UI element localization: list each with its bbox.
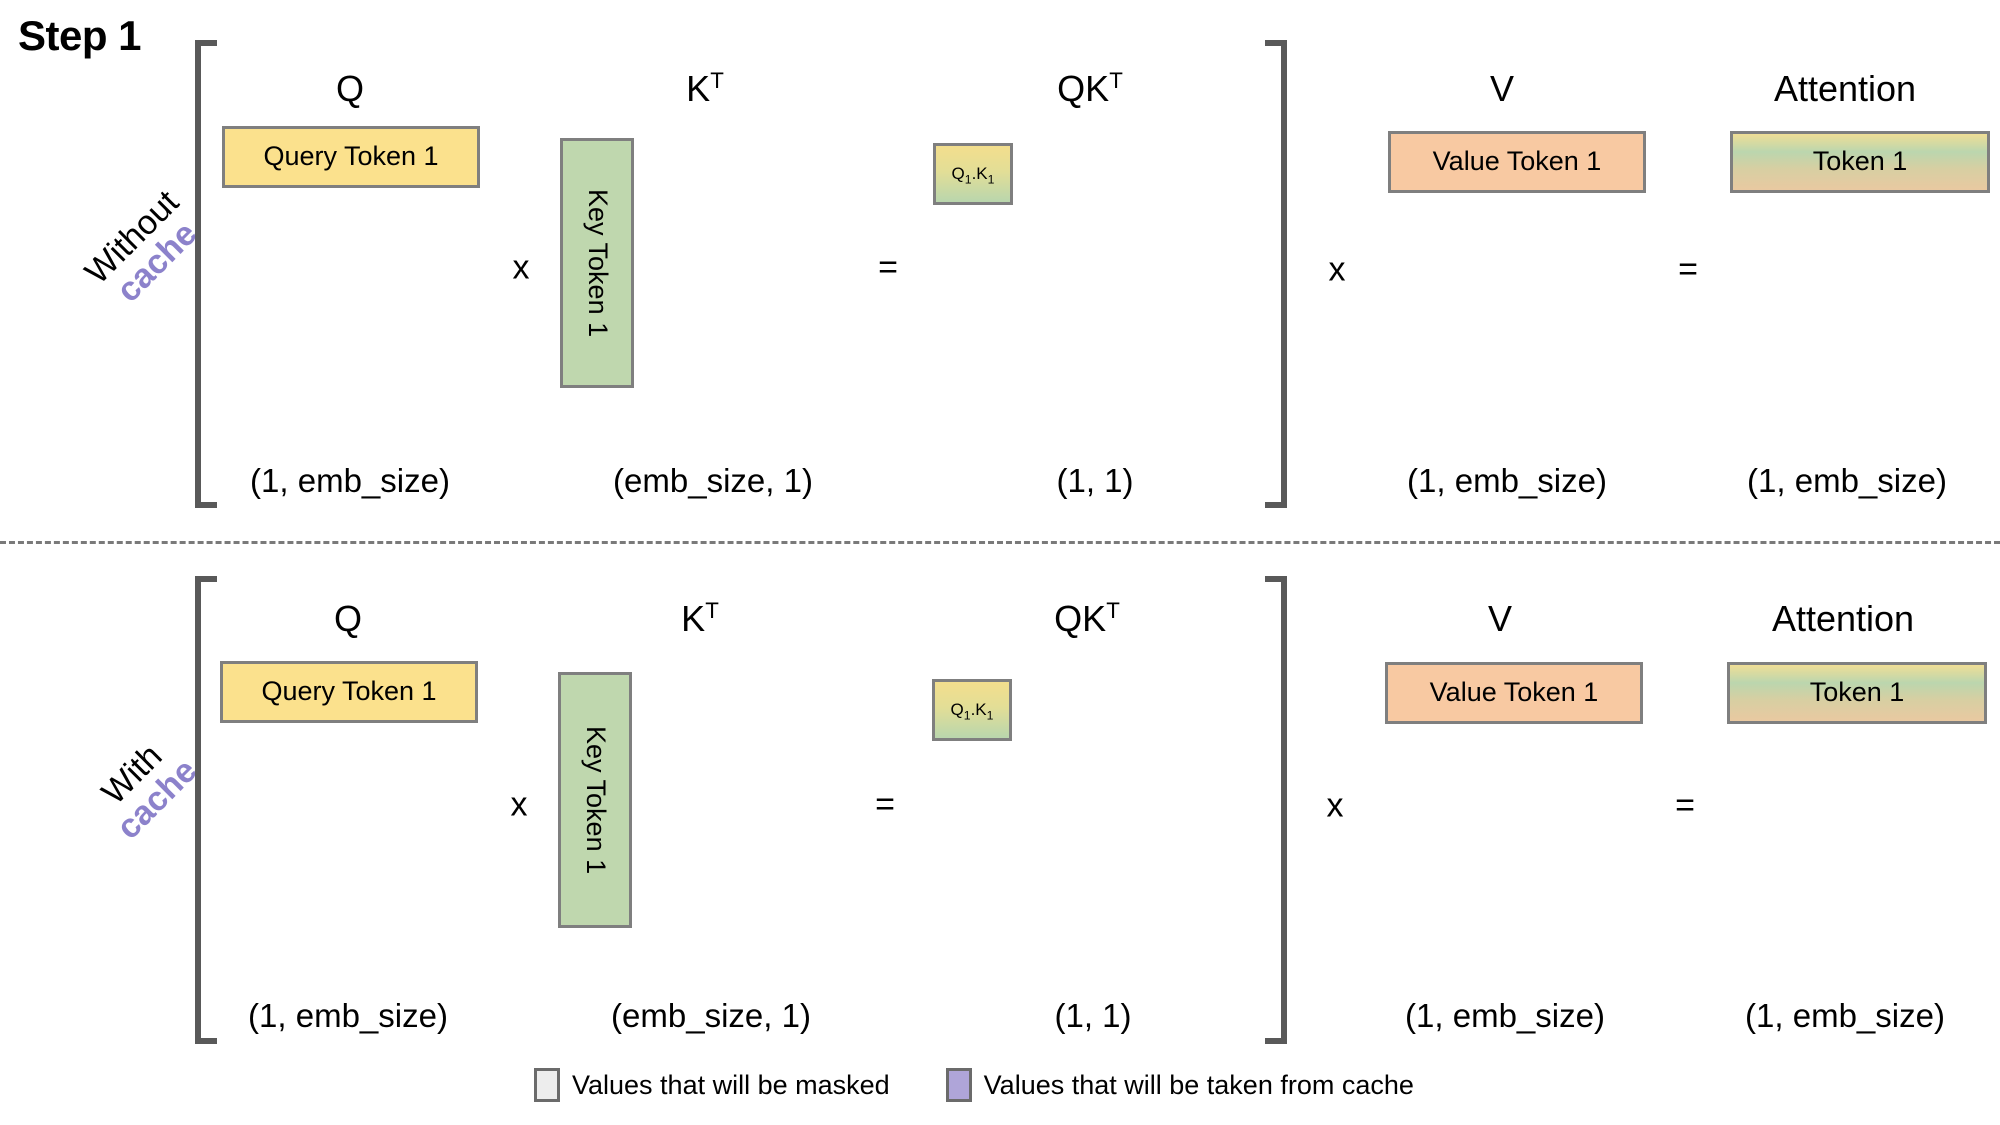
operator-times-qk-with-cache: x <box>510 785 528 824</box>
qk-formula: Q1.K1 <box>950 699 994 723</box>
dim-kt-with-cache: (emb_size, 1) <box>611 997 811 1034</box>
dim-q-with-cache: (1, emb_size) <box>248 997 448 1034</box>
operator-times-qk-without-cache: x <box>512 248 530 287</box>
legend: Values that will be masked Values that w… <box>534 1068 1414 1102</box>
panel-divider <box>0 541 2000 544</box>
header-v-with-cache: V <box>1487 598 1513 639</box>
matrix-box-query-without-cache: Query Token 1 <box>222 126 480 188</box>
operator-times-attention-with-cache: x <box>1326 786 1344 825</box>
dim-v-without-cache: (1, emb_size) <box>1407 462 1607 499</box>
legend-item-masked: Values that will be masked <box>534 1068 890 1102</box>
legend-label-masked: Values that will be masked <box>572 1069 890 1100</box>
matrix-box-qk-with-cache: Q1.K1 <box>932 679 1012 741</box>
bracket-right-without-cache <box>1265 40 1287 508</box>
operator-equals-attention-without-cache: = <box>1678 250 1698 289</box>
qk-formula: Q1.K1 <box>951 163 995 187</box>
matrix-box-qk-without-cache: Q1.K1 <box>933 143 1013 205</box>
bracket-right-with-cache <box>1265 576 1287 1044</box>
legend-item-cache: Values that will be taken from cache <box>945 1068 1414 1102</box>
header-qkt-with-cache: QKT <box>1054 598 1120 639</box>
bracket-left-with-cache <box>195 576 217 1044</box>
dim-attention-without-cache: (1, emb_size) <box>1747 462 1947 499</box>
dim-attention-with-cache: (1, emb_size) <box>1745 997 1945 1034</box>
legend-swatch-cache <box>945 1068 972 1102</box>
dim-qkt-without-cache: (1, 1) <box>1056 462 1134 499</box>
dim-q-without-cache: (1, emb_size) <box>250 462 450 499</box>
operator-times-attention-without-cache: x <box>1328 250 1346 289</box>
matrix-box-attention-with-cache: Token 1 <box>1727 662 1987 724</box>
matrix-box-key-with-cache: Key Token 1 <box>558 672 632 928</box>
header-v-without-cache: V <box>1489 68 1515 109</box>
matrix-box-attention-without-cache: Token 1 <box>1730 131 1990 193</box>
operator-equals-qk-with-cache: = <box>875 785 895 824</box>
header-kt-without-cache: KT <box>686 68 724 109</box>
header-q-with-cache: Q <box>333 598 363 639</box>
operator-equals-qk-without-cache: = <box>878 248 898 287</box>
dim-kt-without-cache: (emb_size, 1) <box>613 462 813 499</box>
header-q-without-cache: Q <box>335 68 365 109</box>
matrix-box-value-with-cache: Value Token 1 <box>1385 662 1643 724</box>
header-attention-without-cache: Attention <box>1773 68 1917 109</box>
operator-equals-attention-with-cache: = <box>1675 786 1695 825</box>
header-attention-with-cache: Attention <box>1771 598 1915 639</box>
legend-label-cache: Values that will be taken from cache <box>983 1069 1414 1100</box>
dim-qkt-with-cache: (1, 1) <box>1054 997 1132 1034</box>
matrix-box-key-without-cache: Key Token 1 <box>560 138 634 388</box>
legend-swatch-masked <box>534 1068 560 1102</box>
bracket-left-without-cache <box>195 40 217 508</box>
matrix-box-value-without-cache: Value Token 1 <box>1388 131 1646 193</box>
header-qkt-without-cache: QKT <box>1057 68 1123 109</box>
page-title: Step 1 <box>18 12 142 59</box>
matrix-box-query-with-cache: Query Token 1 <box>220 661 478 723</box>
header-kt-with-cache: KT <box>681 598 719 639</box>
dim-v-with-cache: (1, emb_size) <box>1405 997 1605 1034</box>
